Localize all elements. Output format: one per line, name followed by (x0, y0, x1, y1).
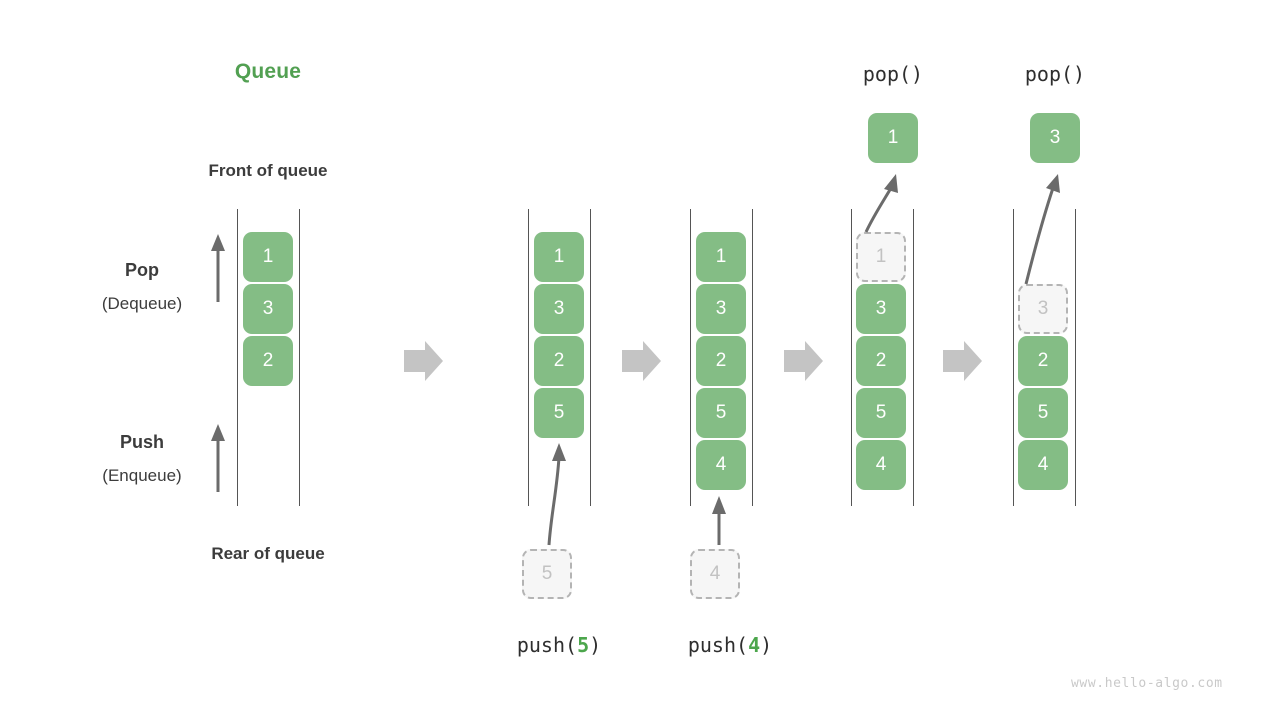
queue-rail-right-5 (1075, 209, 1076, 506)
queue-rail-left-5 (1013, 209, 1014, 506)
queue-node: 3 (856, 284, 906, 334)
queue-rail-left-2 (528, 209, 529, 506)
queue-node: 1 (243, 232, 293, 282)
queue-rail-right-2 (590, 209, 591, 506)
rear-of-queue-label: Rear of queue (211, 544, 325, 563)
queue-node: 2 (696, 336, 746, 386)
queue-node: 5 (696, 388, 746, 438)
queue-node: 2 (243, 336, 293, 386)
step-arrow-3 (784, 341, 823, 381)
push-caption-arg: 4 (748, 633, 761, 657)
queue-node: 5 (1018, 388, 1068, 438)
queue-node: 4 (1018, 440, 1068, 490)
queue-node-new: 5 (534, 388, 584, 438)
front-of-queue-label: Front of queue (208, 161, 328, 180)
page-title: Queue (234, 60, 302, 83)
dequeue-label: (Dequeue) (101, 294, 183, 313)
queue-node: 3 (243, 284, 293, 334)
push-caption-prefix: push( (516, 633, 578, 657)
queue-node-new: 4 (696, 440, 746, 490)
vacated-ghost-node: 1 (856, 232, 906, 282)
pop-caption-2: pop() (1024, 62, 1086, 86)
queue-rail-left-3 (690, 209, 691, 506)
pop-caption-1: pop() (862, 62, 924, 86)
pop-label: Pop (125, 260, 159, 280)
queue-node: 2 (534, 336, 584, 386)
queue-rail-right-4 (913, 209, 914, 506)
push-caption-prefix: push( (687, 633, 749, 657)
push-4-motion-arrow (712, 496, 726, 545)
popped-node: 1 (868, 113, 918, 163)
push-caption-suffix: ) (760, 633, 773, 657)
push-4-caption: push(4) (630, 633, 830, 657)
step-arrow-4 (943, 341, 982, 381)
push-label: Push (119, 432, 164, 452)
push-5-motion-arrow (547, 443, 566, 546)
queue-node: 4 (856, 440, 906, 490)
queue-node: 2 (856, 336, 906, 386)
push-5-caption: push(5) (459, 633, 659, 657)
step-arrow-1 (404, 341, 443, 381)
pop-1-motion-arrow (864, 174, 898, 233)
watermark: www.hello-algo.com (1071, 676, 1223, 691)
queue-rail-left-1 (237, 209, 238, 506)
push-caption-suffix: ) (589, 633, 602, 657)
step-arrow-2 (622, 341, 661, 381)
queue-node: 2 (1018, 336, 1068, 386)
incoming-ghost-node: 5 (522, 549, 572, 599)
push-caption-arg: 5 (577, 633, 590, 657)
queue-node: 1 (696, 232, 746, 282)
queue-rail-right-1 (299, 209, 300, 506)
vacated-ghost-node: 3 (1018, 284, 1068, 334)
popped-node: 3 (1030, 113, 1080, 163)
pop-3-motion-arrow (1024, 174, 1060, 285)
enqueue-label: (Enqueue) (102, 466, 182, 485)
queue-node: 3 (696, 284, 746, 334)
queue-rail-left-4 (851, 209, 852, 506)
queue-node: 1 (534, 232, 584, 282)
queue-node: 5 (856, 388, 906, 438)
queue-node: 3 (534, 284, 584, 334)
incoming-ghost-node: 4 (690, 549, 740, 599)
queue-rail-right-3 (752, 209, 753, 506)
